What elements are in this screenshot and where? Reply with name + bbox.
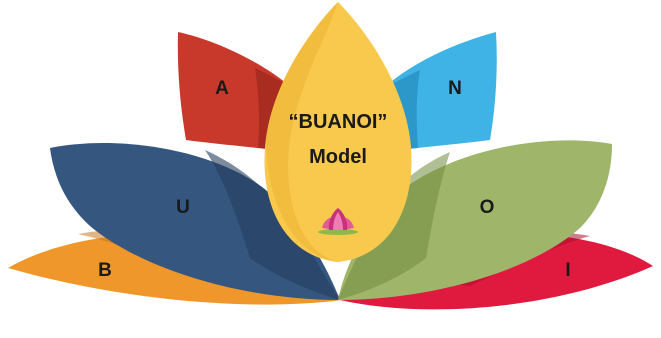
petal-b-letter: B: [98, 260, 112, 281]
petal-o-letter: O: [480, 197, 495, 218]
model-title-line1: “BUANOI”: [289, 111, 388, 133]
petal-i-letter: I: [565, 260, 570, 281]
petal-a-letter: A: [215, 78, 229, 99]
model-title-line2: Model: [309, 146, 367, 168]
lotus-icon: [318, 208, 358, 235]
petal-u: U: [50, 143, 340, 300]
petal-n-letter: N: [448, 78, 462, 99]
petal-u-letter: U: [176, 197, 190, 218]
center-petal: [264, 2, 412, 262]
